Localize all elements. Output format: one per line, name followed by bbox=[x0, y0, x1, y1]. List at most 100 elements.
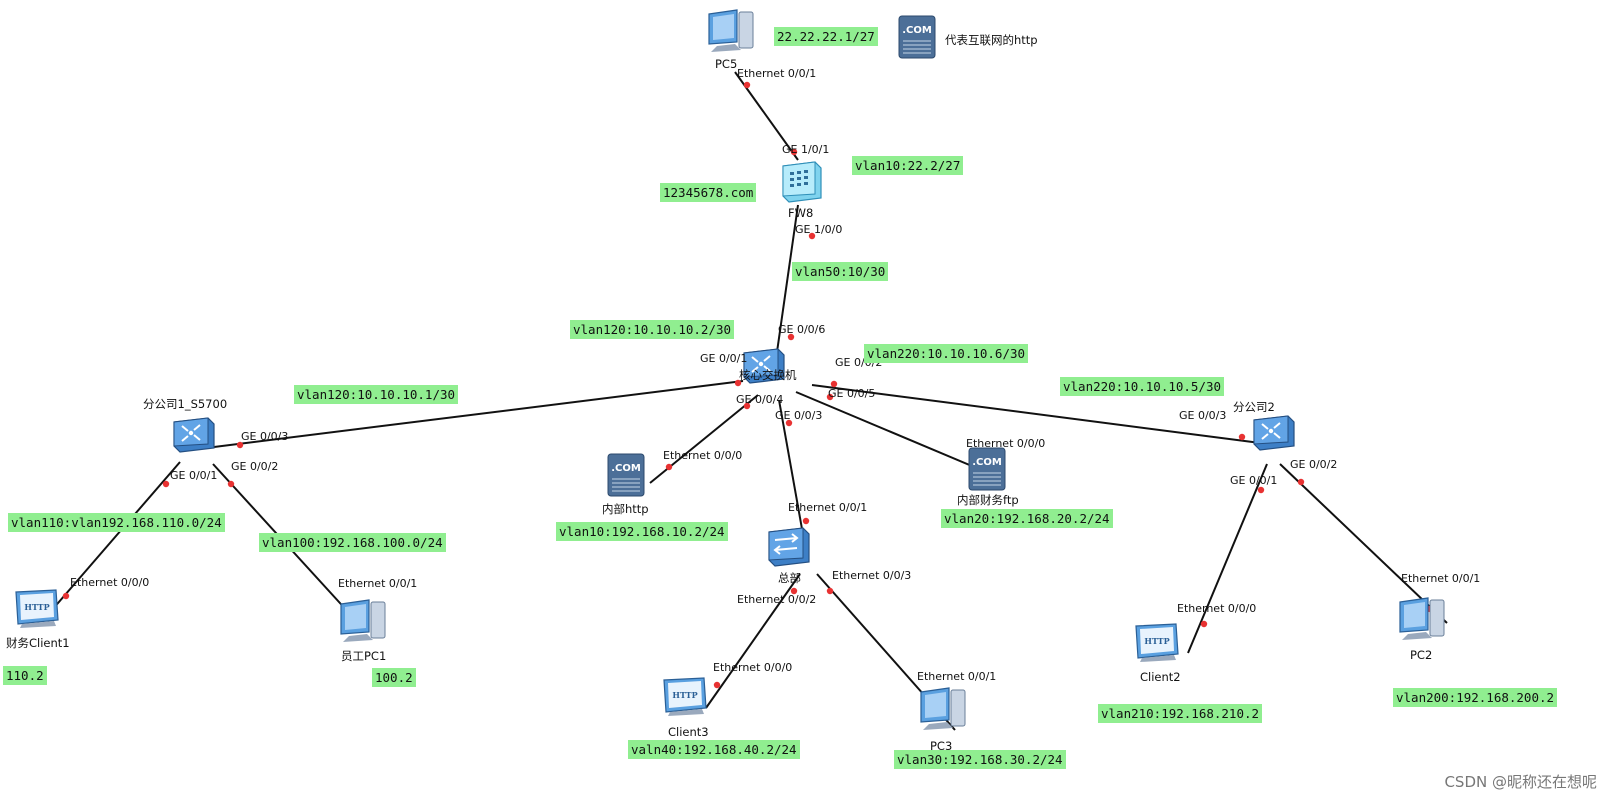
core-switch-label: 核心交换机 bbox=[739, 368, 797, 382]
internet-http-label: 代表互联网的http bbox=[945, 33, 1038, 47]
internal-http-server-icon: .COM bbox=[607, 453, 645, 497]
finance-ftp-server-icon: .COM bbox=[968, 447, 1006, 491]
port-dot bbox=[743, 402, 751, 410]
link-b2-pc2 bbox=[1279, 463, 1448, 624]
ip-note: vlan220:10.10.10.6/30 bbox=[864, 344, 1029, 363]
client3-label: Client3 bbox=[668, 725, 709, 739]
client1-label: 财务Client1 bbox=[6, 636, 70, 650]
core-switch-icon bbox=[743, 348, 785, 384]
branch2-label: 分公司2 bbox=[1233, 400, 1275, 414]
ip-note: vlan30:192.168.30.2/24 bbox=[894, 750, 1066, 769]
svg-text:HTTP: HTTP bbox=[672, 690, 697, 700]
ip-note: 100.2 bbox=[372, 668, 416, 687]
ip-note: vlan120:10.10.10.1/30 bbox=[294, 385, 459, 404]
port-label: GE 0/0/1 bbox=[700, 352, 748, 365]
pc3-label: PC3 bbox=[930, 739, 953, 753]
ip-note: vlan120:10.10.10.2/30 bbox=[570, 320, 735, 339]
svg-text:HTTP: HTTP bbox=[24, 602, 49, 612]
port-dot bbox=[790, 148, 798, 156]
ip-note: 110.2 bbox=[3, 666, 47, 685]
pc5-monitor-icon bbox=[708, 9, 754, 52]
fw-label: FW8 bbox=[788, 206, 814, 220]
port-label: Ethernet 0/0/1 bbox=[788, 501, 868, 514]
port-dot bbox=[787, 333, 795, 341]
internet-server-icon: .COM bbox=[898, 15, 936, 59]
client3-http-icon: HTTP bbox=[663, 677, 707, 716]
ip-note: vlan220:10.10.10.5/30 bbox=[1060, 377, 1225, 396]
firewall-icon bbox=[782, 161, 822, 203]
ip-note: vlan10:192.168.10.2/24 bbox=[556, 522, 728, 541]
port-label: Ethernet 0/0/1 bbox=[917, 670, 997, 683]
port-dot bbox=[162, 480, 170, 488]
client2-label: Client2 bbox=[1140, 670, 1181, 684]
link-core-branch1 bbox=[205, 380, 744, 449]
pc1-label: 员工PC1 bbox=[341, 649, 387, 663]
port-dot bbox=[1200, 620, 1208, 628]
pc2-monitor-icon bbox=[1399, 597, 1445, 640]
port-dot bbox=[236, 441, 244, 449]
port-label: GE 0/0/2 bbox=[231, 460, 279, 473]
port-label: Ethernet 0/0/3 bbox=[832, 569, 912, 582]
svg-text:.COM: .COM bbox=[902, 25, 932, 36]
port-label: Ethernet 0/0/0 bbox=[966, 437, 1046, 450]
link-core-ftp bbox=[795, 391, 999, 478]
link-core-http bbox=[649, 394, 759, 484]
port-dot bbox=[734, 379, 742, 387]
csdn-watermark: CSDN @昵称还在想呢 bbox=[1444, 773, 1597, 791]
port-label: GE 1/0/1 bbox=[782, 143, 830, 156]
hq-label: 总部 bbox=[778, 571, 801, 585]
port-dot bbox=[826, 587, 834, 595]
link-b1-client1 bbox=[51, 461, 181, 611]
port-dot bbox=[830, 380, 838, 388]
svg-text:HTTP: HTTP bbox=[1144, 636, 1169, 646]
internal-http-label: 内部http bbox=[602, 502, 649, 516]
port-dot bbox=[62, 592, 70, 600]
branch1-label: 分公司1_S5700 bbox=[143, 397, 228, 411]
port-dot bbox=[713, 681, 721, 689]
link-b2-client2 bbox=[1187, 463, 1268, 654]
port-label: Ethernet 0/0/0 bbox=[1177, 602, 1257, 615]
port-label: GE 0/0/1 bbox=[170, 469, 218, 482]
port-label: GE 0/0/3 bbox=[241, 430, 289, 443]
svg-text:.COM: .COM bbox=[611, 463, 641, 474]
port-label: Ethernet 0/0/1 bbox=[338, 577, 418, 590]
port-dot bbox=[802, 517, 810, 525]
ip-note: vlan50:10/30 bbox=[792, 262, 889, 281]
port-label: GE 0/0/5 bbox=[828, 387, 876, 400]
port-dot bbox=[1238, 433, 1246, 441]
port-label: GE 0/0/3 bbox=[775, 409, 823, 422]
port-dot bbox=[785, 419, 793, 427]
ip-note: vlan110:vlan192.168.110.0/24 bbox=[8, 513, 225, 532]
svg-text:.COM: .COM bbox=[972, 457, 1002, 468]
pc3-monitor-icon bbox=[920, 687, 966, 730]
port-dot bbox=[790, 587, 798, 595]
link-fw-core bbox=[776, 204, 799, 353]
port-label: Ethernet 0/0/1 bbox=[1401, 572, 1481, 585]
ip-note: valn40:192.168.40.2/24 bbox=[628, 740, 800, 759]
port-dot bbox=[665, 463, 673, 471]
ip-note: vlan10:22.2/27 bbox=[852, 156, 964, 175]
client2-http-icon: HTTP bbox=[1135, 623, 1179, 662]
ip-note: vlan200:192.168.200.2 bbox=[1393, 688, 1558, 707]
port-label: GE 0/0/6 bbox=[778, 323, 826, 336]
port-label: GE 0/0/1 bbox=[1230, 474, 1278, 487]
port-label: Ethernet 0/0/2 bbox=[737, 593, 817, 606]
branch1-switch-icon bbox=[173, 417, 215, 453]
pc5-label: PC5 bbox=[715, 57, 738, 71]
hq-switch-icon bbox=[768, 527, 810, 567]
pc1-monitor-icon bbox=[340, 599, 386, 642]
port-label: Ethernet 0/0/1 bbox=[737, 67, 817, 80]
port-label: GE 0/0/2 bbox=[1290, 458, 1338, 471]
port-dot bbox=[826, 393, 834, 401]
ip-note: vlan210:192.168.210.2 bbox=[1098, 704, 1263, 723]
port-dot bbox=[227, 480, 235, 488]
port-dot bbox=[743, 81, 751, 89]
port-label: Ethernet 0/0/0 bbox=[663, 449, 743, 462]
port-label: GE 0/0/4 bbox=[736, 393, 784, 406]
branch2-switch-icon bbox=[1253, 415, 1295, 451]
port-label: Ethernet 0/0/0 bbox=[713, 661, 793, 674]
ip-note: vlan20:192.168.20.2/24 bbox=[941, 509, 1113, 528]
client1-http-icon: HTTP bbox=[15, 589, 59, 628]
